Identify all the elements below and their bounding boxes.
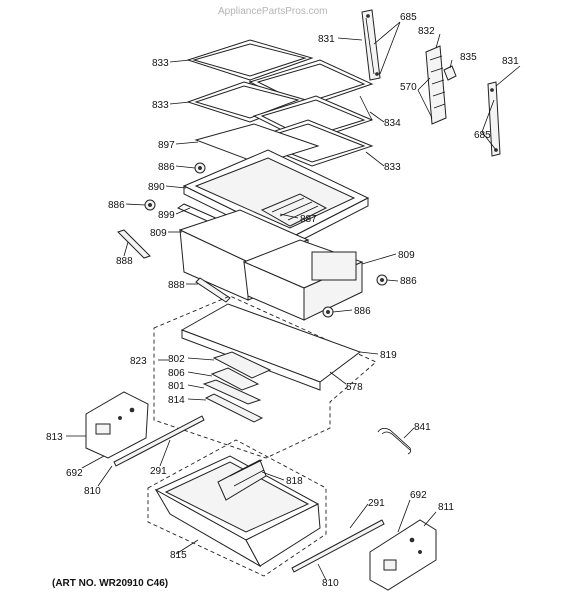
part-897-glass-panel [194,123,320,165]
watermark-text: AppliancePartsPros.com [218,6,328,17]
label-811: 811 [438,502,454,513]
label-833-mid: 833 [152,100,169,111]
part-815-bin [154,455,321,568]
label-806: 806 [168,368,185,379]
label-888-center: 888 [168,280,185,291]
part-841-hook [377,428,412,455]
label-801: 801 [168,381,185,392]
part-886-knob-a [194,162,206,174]
part-833-shelf-top-left [186,39,314,84]
label-823: 823 [130,356,147,367]
label-685-top: 685 [400,12,417,23]
part-831-rail-left [361,9,381,81]
part-833-shelf-mid-left [186,81,308,123]
part-835-clip [443,65,457,81]
label-897: 897 [158,140,175,151]
label-810-left: 810 [84,486,101,497]
label-835: 835 [460,52,477,63]
label-809-right: 809 [398,250,415,261]
label-692-right: 692 [410,490,427,501]
label-831-top: 831 [318,34,335,45]
label-834: 834 [384,118,401,129]
part-801-bracket [202,379,262,405]
label-886-c: 886 [400,276,417,287]
label-819: 819 [380,350,397,361]
label-831-right: 831 [502,56,519,67]
part-291-slide-left [113,415,205,467]
part-886-knob-b [144,199,156,211]
part-806-strip [210,367,260,391]
part-291-slide-right [291,519,385,573]
part-labels: 685 831 832 835 570 831 685 833 833 834 … [46,12,519,589]
label-815: 815 [170,550,187,561]
label-818: 818 [286,476,303,487]
label-291-right: 291 [368,498,385,509]
label-809-left: 809 [150,228,167,239]
part-887-grille [260,193,328,227]
part-886-knob-c [376,274,388,286]
label-887: 887 [300,214,317,225]
part-832-vent-duct [425,45,447,125]
label-888-left: 888 [116,256,133,267]
label-810-right: 810 [322,578,339,589]
label-802: 802 [168,354,185,365]
label-692-left: 692 [66,468,83,479]
part-811-support-right [369,519,437,591]
label-832: 832 [418,26,435,37]
label-685-right: 685 [474,130,491,141]
part-831-rail-right [487,81,501,157]
group-823-outline [153,295,377,459]
group-815-outline [147,439,327,577]
art-number: (ART NO. WR20910 C46) [52,578,168,589]
label-814: 814 [168,395,185,406]
label-899: 899 [158,210,175,221]
label-841: 841 [414,422,431,433]
label-886-d: 886 [354,306,371,317]
part-819-cover [180,303,362,391]
part-802-control-board [212,351,272,379]
part-888-seal-left [117,229,151,259]
label-890: 890 [148,182,165,193]
part-888-seal-center [195,277,231,303]
part-814-rail [204,393,264,423]
label-833-lower: 833 [384,162,401,173]
label-813: 813 [46,432,63,443]
part-813-support-left [85,391,149,459]
label-833-top: 833 [152,58,169,69]
label-886-a: 886 [158,162,175,173]
label-570: 570 [400,82,417,93]
part-886-knob-d [322,306,334,318]
label-291-left: 291 [150,466,167,477]
label-886-b: 886 [108,200,125,211]
leader-lines [66,21,521,581]
part-818-divider [217,459,267,501]
label-578: 578 [346,382,363,393]
part-809-drawer-right [242,239,364,321]
